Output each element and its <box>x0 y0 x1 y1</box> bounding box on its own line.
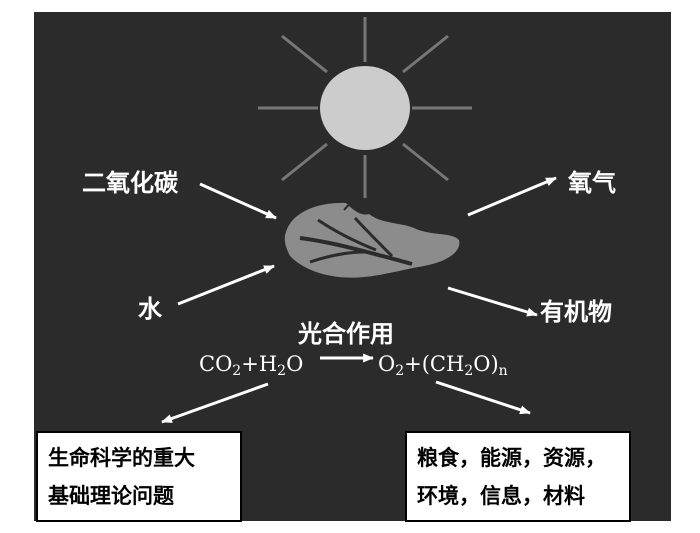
eq-lhs-sub-1: 2 <box>277 363 287 379</box>
eq-rhs-sub-2: n <box>498 363 508 379</box>
eq-rhs-text-1: +(CH <box>404 352 465 376</box>
arrow-to-right-box <box>435 380 531 415</box>
label-photosynthesis: 光合作用 <box>298 320 394 348</box>
arrows <box>161 176 557 424</box>
box-left-line-2: 基础理论问题 <box>48 484 174 508</box>
equation-reactants: CO2+H2O <box>199 352 304 379</box>
arrow-leaf-to-oxygen <box>467 176 557 217</box>
eq-lhs-sub-0: 2 <box>232 363 242 379</box>
sun-icon <box>320 66 410 150</box>
box-right-line-1: 粮食，能源，资源， <box>417 446 606 470</box>
eq-rhs-sub-1: 2 <box>464 363 474 379</box>
equation-products: O2+(CH2O)n <box>378 352 508 379</box>
box-applications: 粮食，能源，资源， 环境，信息，材料 <box>405 431 631 522</box>
eq-lhs-text-0: CO <box>199 352 233 376</box>
arrow-co2-to-leaf <box>199 182 277 220</box>
eq-lhs-text-2: O <box>286 352 304 376</box>
arrow-water-to-leaf <box>177 264 275 306</box>
eq-rhs-text-2: O) <box>473 352 499 376</box>
label-organic-matter: 有机物 <box>540 298 612 326</box>
label-water: 水 <box>138 295 162 323</box>
box-left-line-1: 生命科学的重大 <box>48 446 195 470</box>
label-oxygen: 氧气 <box>568 169 616 197</box>
eq-rhs-sub-0: 2 <box>395 363 405 379</box>
label-co2: 二氧化碳 <box>82 169 178 197</box>
leaf-icon <box>284 197 460 278</box>
box-life-science: 生命科学的重大 基础理论问题 <box>36 431 242 522</box>
sun-rays <box>258 17 472 200</box>
arrow-leaf-to-organic <box>447 286 538 317</box>
arrow-to-left-box <box>161 382 269 424</box>
box-right-line-2: 环境，信息，材料 <box>417 484 585 508</box>
eq-lhs-text-1: +H <box>241 352 278 376</box>
eq-rhs-text-0: O <box>378 352 396 376</box>
